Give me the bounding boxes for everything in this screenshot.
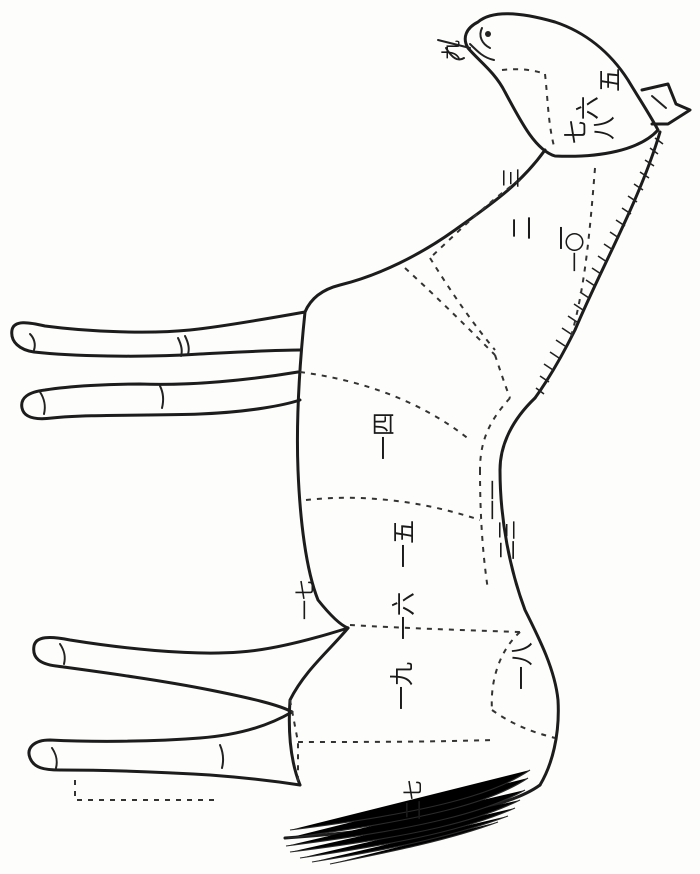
region-label-r2: 二 — [508, 216, 536, 240]
region-label-r11: 一一 — [481, 480, 505, 520]
region-label-r10: 一〇 — [563, 232, 587, 272]
region-label-r17: 六 — [574, 96, 602, 120]
region-label-r14: 九 — [439, 40, 463, 60]
region-label-r6: 一六 — [390, 592, 418, 640]
region-label-r5: 一五 — [390, 520, 418, 568]
region-label-r7: 一七 — [293, 580, 317, 620]
front-legs — [12, 312, 305, 419]
region-label-r18: 七 — [562, 120, 590, 144]
region-label-r16: 五 — [596, 68, 624, 92]
hind-legs — [29, 628, 348, 800]
region-label-r13: 二七 — [401, 780, 425, 820]
region-label-r3: 三 — [499, 168, 523, 188]
region-label-r8: 一八 — [508, 642, 536, 690]
region-label-r12: 二三 — [495, 520, 519, 560]
mane-hatching — [535, 132, 663, 398]
region-label-r9: 一九 — [388, 662, 416, 710]
region-label-r4: 一四 — [370, 412, 398, 460]
region-boundaries — [290, 168, 595, 785]
